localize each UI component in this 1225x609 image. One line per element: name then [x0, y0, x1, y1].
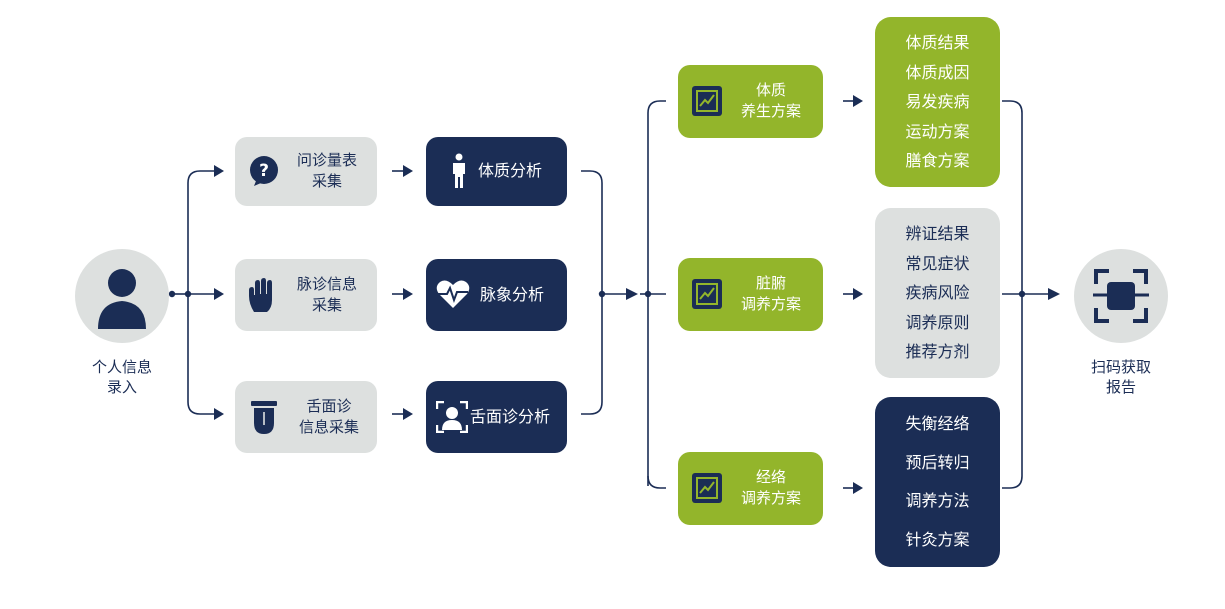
- person-standing-icon: [450, 153, 468, 189]
- result-box-constitution: 体质结果 体质成因 易发疾病 运动方案 膳食方案: [875, 17, 1000, 187]
- person-icon: [98, 269, 146, 329]
- result-item: 预后转归: [905, 452, 970, 472]
- chart-icon: [692, 473, 722, 503]
- arrowhead: [1048, 288, 1060, 300]
- junction-dot: [184, 290, 192, 298]
- end-node: [1074, 249, 1168, 343]
- collect-label-pulse: 脉诊信息采集: [296, 275, 357, 314]
- collect-label-questionnaire: 问诊量表采集: [296, 151, 357, 190]
- collect-box-pulse: 脉诊信息采集: [235, 259, 377, 331]
- connector-start-to-collect-1: [187, 170, 216, 184]
- result-item: 膳食方案: [905, 151, 970, 170]
- result-box-meridian: 失衡经络 预后转归 调养方法 针灸方案: [875, 397, 1000, 567]
- start-label: 个人信息 录入: [91, 358, 152, 396]
- junction-dot: [644, 290, 652, 298]
- result-item: 针灸方案: [905, 529, 970, 549]
- plan-label-organs: 脏腑调养方案: [740, 274, 801, 313]
- arrowhead: [403, 165, 413, 177]
- collect-box-questionnaire: ? 问诊量表采集: [235, 137, 377, 206]
- arrowhead: [853, 95, 863, 107]
- arrowhead: [214, 408, 224, 420]
- face-scan-icon: [436, 401, 468, 433]
- end-label: 扫码获取 报告: [1090, 358, 1151, 396]
- plan-box-constitution: 体质养生方案: [678, 65, 823, 138]
- result-item: 辨证结果: [905, 224, 970, 243]
- connector-result-merge-1: [1002, 100, 1023, 294]
- junction-dot: [168, 290, 176, 298]
- chart-icon: [692, 86, 722, 116]
- hand-icon: [247, 278, 277, 314]
- arrowhead: [214, 288, 224, 300]
- tongue-icon: [251, 401, 277, 435]
- connector-start-to-collect-3: [187, 401, 216, 415]
- arrowhead: [403, 408, 413, 420]
- result-item: 体质成因: [905, 62, 970, 82]
- scan-icon: [1093, 269, 1149, 323]
- arrowhead: [403, 288, 413, 300]
- result-item: 调养方法: [905, 491, 970, 511]
- plan-box-organs: 脏腑调养方案: [678, 258, 823, 331]
- analysis-label-constitution: 体质分析: [478, 161, 543, 180]
- analysis-label-pulse: 脉象分析: [480, 285, 545, 304]
- result-item: 调养原则: [905, 312, 970, 332]
- result-item: 体质结果: [905, 33, 970, 52]
- start-node: [75, 249, 169, 343]
- plan-box-meridian: 经络调养方案: [678, 452, 823, 525]
- junction-dot: [1018, 290, 1026, 298]
- collect-label-tongue: 舌面诊信息采集: [298, 397, 359, 436]
- plan-label-constitution: 体质养生方案: [740, 81, 801, 120]
- arrowhead: [853, 288, 863, 300]
- question-icon: ?: [248, 155, 280, 187]
- arrowhead: [853, 482, 863, 494]
- result-item: 推荐方剂: [905, 342, 970, 361]
- plan-label-meridian: 经络调养方案: [740, 468, 801, 507]
- result-box-organs: 辨证结果 常见症状 疾病风险 调养原则 推荐方剂: [875, 208, 1000, 378]
- chart-icon: [692, 279, 722, 309]
- result-item: 失衡经络: [905, 414, 970, 433]
- arrowhead: [214, 165, 224, 177]
- result-item: 运动方案: [905, 121, 970, 141]
- result-item: 疾病风险: [905, 283, 970, 302]
- connector-branch-plan-1: [647, 100, 666, 114]
- result-list-organs: 辨证结果 常见症状 疾病风险 调养原则 推荐方剂: [875, 224, 1000, 362]
- result-list-meridian: 失衡经络 预后转归 调养方法 针灸方案: [875, 414, 1000, 550]
- result-item: 常见症状: [905, 253, 970, 273]
- collect-box-tongue: 舌面诊信息采集: [235, 381, 377, 453]
- heartbeat-icon: [436, 279, 470, 309]
- connector-branch-plan-3: [647, 475, 666, 489]
- result-list-constitution: 体质结果 体质成因 易发疾病 运动方案 膳食方案: [875, 33, 1000, 171]
- analysis-box-tongue: 舌面诊分析: [426, 381, 567, 453]
- connector-result-merge-3: [1002, 294, 1023, 489]
- analysis-box-pulse: 脉象分析: [426, 259, 567, 331]
- connector-analysis-merge-3: [581, 294, 603, 415]
- connector-analysis-merge-1: [581, 170, 603, 294]
- junction-dot: [598, 290, 606, 298]
- svg-text:?: ?: [259, 161, 269, 181]
- arrowhead: [626, 288, 638, 300]
- analysis-label-tongue: 舌面诊分析: [470, 407, 551, 426]
- result-item: 易发疾病: [905, 92, 970, 111]
- analysis-box-constitution: 体质分析: [426, 137, 567, 206]
